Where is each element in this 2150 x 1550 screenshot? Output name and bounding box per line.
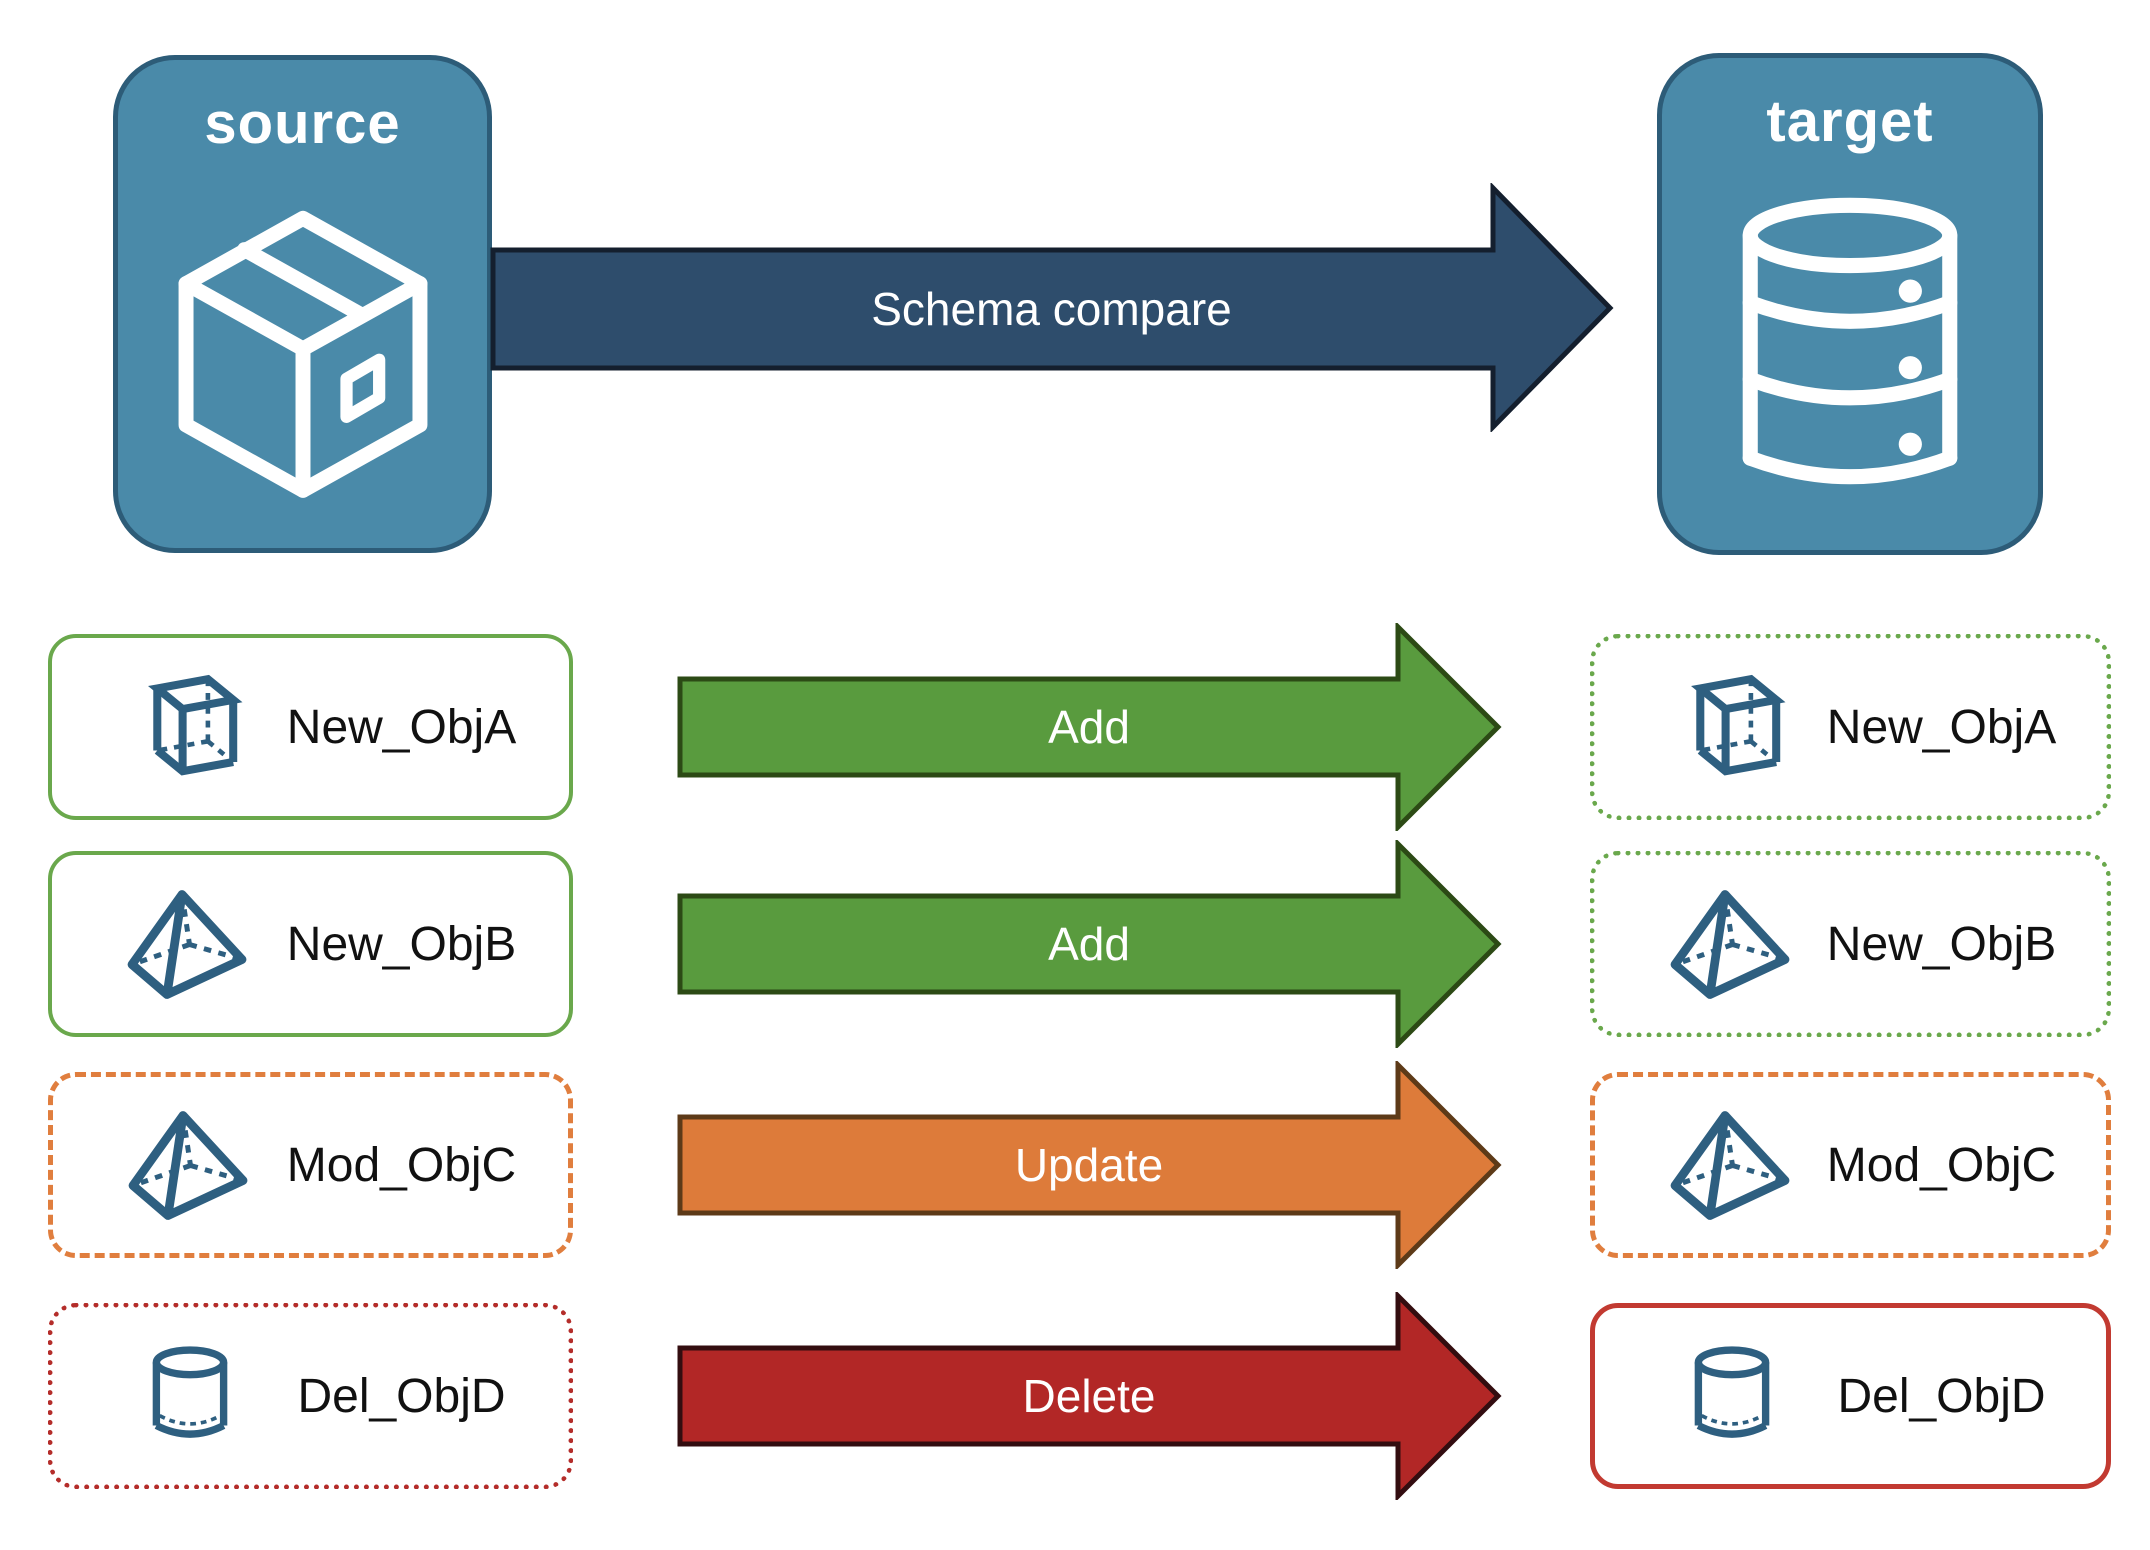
source-object-new-objb: New_ObjB	[48, 851, 573, 1037]
target-object-new-obja: New_ObjA	[1590, 634, 2111, 820]
add-arrow-label: Add	[1048, 701, 1130, 753]
cylinder-icon	[1657, 1346, 1807, 1446]
source-object-new-obja: New_ObjA	[48, 634, 573, 820]
cylinder-icon	[115, 1346, 265, 1446]
package-icon	[178, 210, 427, 498]
pyramid-icon	[115, 1108, 265, 1223]
schema-compare-arrow	[490, 183, 1614, 432]
object-label: New_ObjA	[286, 700, 517, 754]
target-object-mod-objc: Mod_ObjC	[1590, 1072, 2111, 1258]
target-title: target	[1766, 89, 1934, 154]
object-label: New_ObjB	[1826, 917, 2057, 971]
object-label: New_ObjB	[286, 917, 517, 971]
source-title: source	[204, 91, 401, 156]
pyramid-icon	[114, 887, 264, 1002]
object-label: Del_ObjD	[1837, 1369, 2046, 1423]
add-arrow-label: Add	[1048, 918, 1130, 970]
add-arrow	[677, 623, 1502, 831]
source-object-mod-objc: Mod_ObjC	[48, 1072, 573, 1258]
source-object-del-objd: Del_ObjD	[48, 1303, 573, 1489]
add-arrow	[677, 840, 1502, 1048]
target-object-del-objd: Del_ObjD	[1590, 1303, 2111, 1489]
object-label: Mod_ObjC	[286, 1138, 517, 1192]
cube-icon	[1657, 670, 1807, 785]
pyramid-icon	[1657, 887, 1807, 1002]
pyramid-icon	[1657, 1108, 1807, 1223]
delete-arrow	[677, 1292, 1502, 1500]
target-node: target	[1657, 53, 2043, 555]
database-icon	[1742, 197, 1958, 485]
object-label: Mod_ObjC	[1826, 1138, 2057, 1192]
update-arrow	[677, 1061, 1502, 1269]
object-label: New_ObjA	[1826, 700, 2057, 754]
source-node: source	[113, 55, 492, 553]
target-object-new-objb: New_ObjB	[1590, 851, 2111, 1037]
schema-compare-label: Schema compare	[871, 283, 1232, 335]
update-arrow-label: Update	[1014, 1139, 1164, 1191]
object-label: Del_ObjD	[297, 1369, 506, 1423]
delete-arrow-label: Delete	[1022, 1370, 1156, 1422]
cube-icon	[114, 670, 264, 785]
